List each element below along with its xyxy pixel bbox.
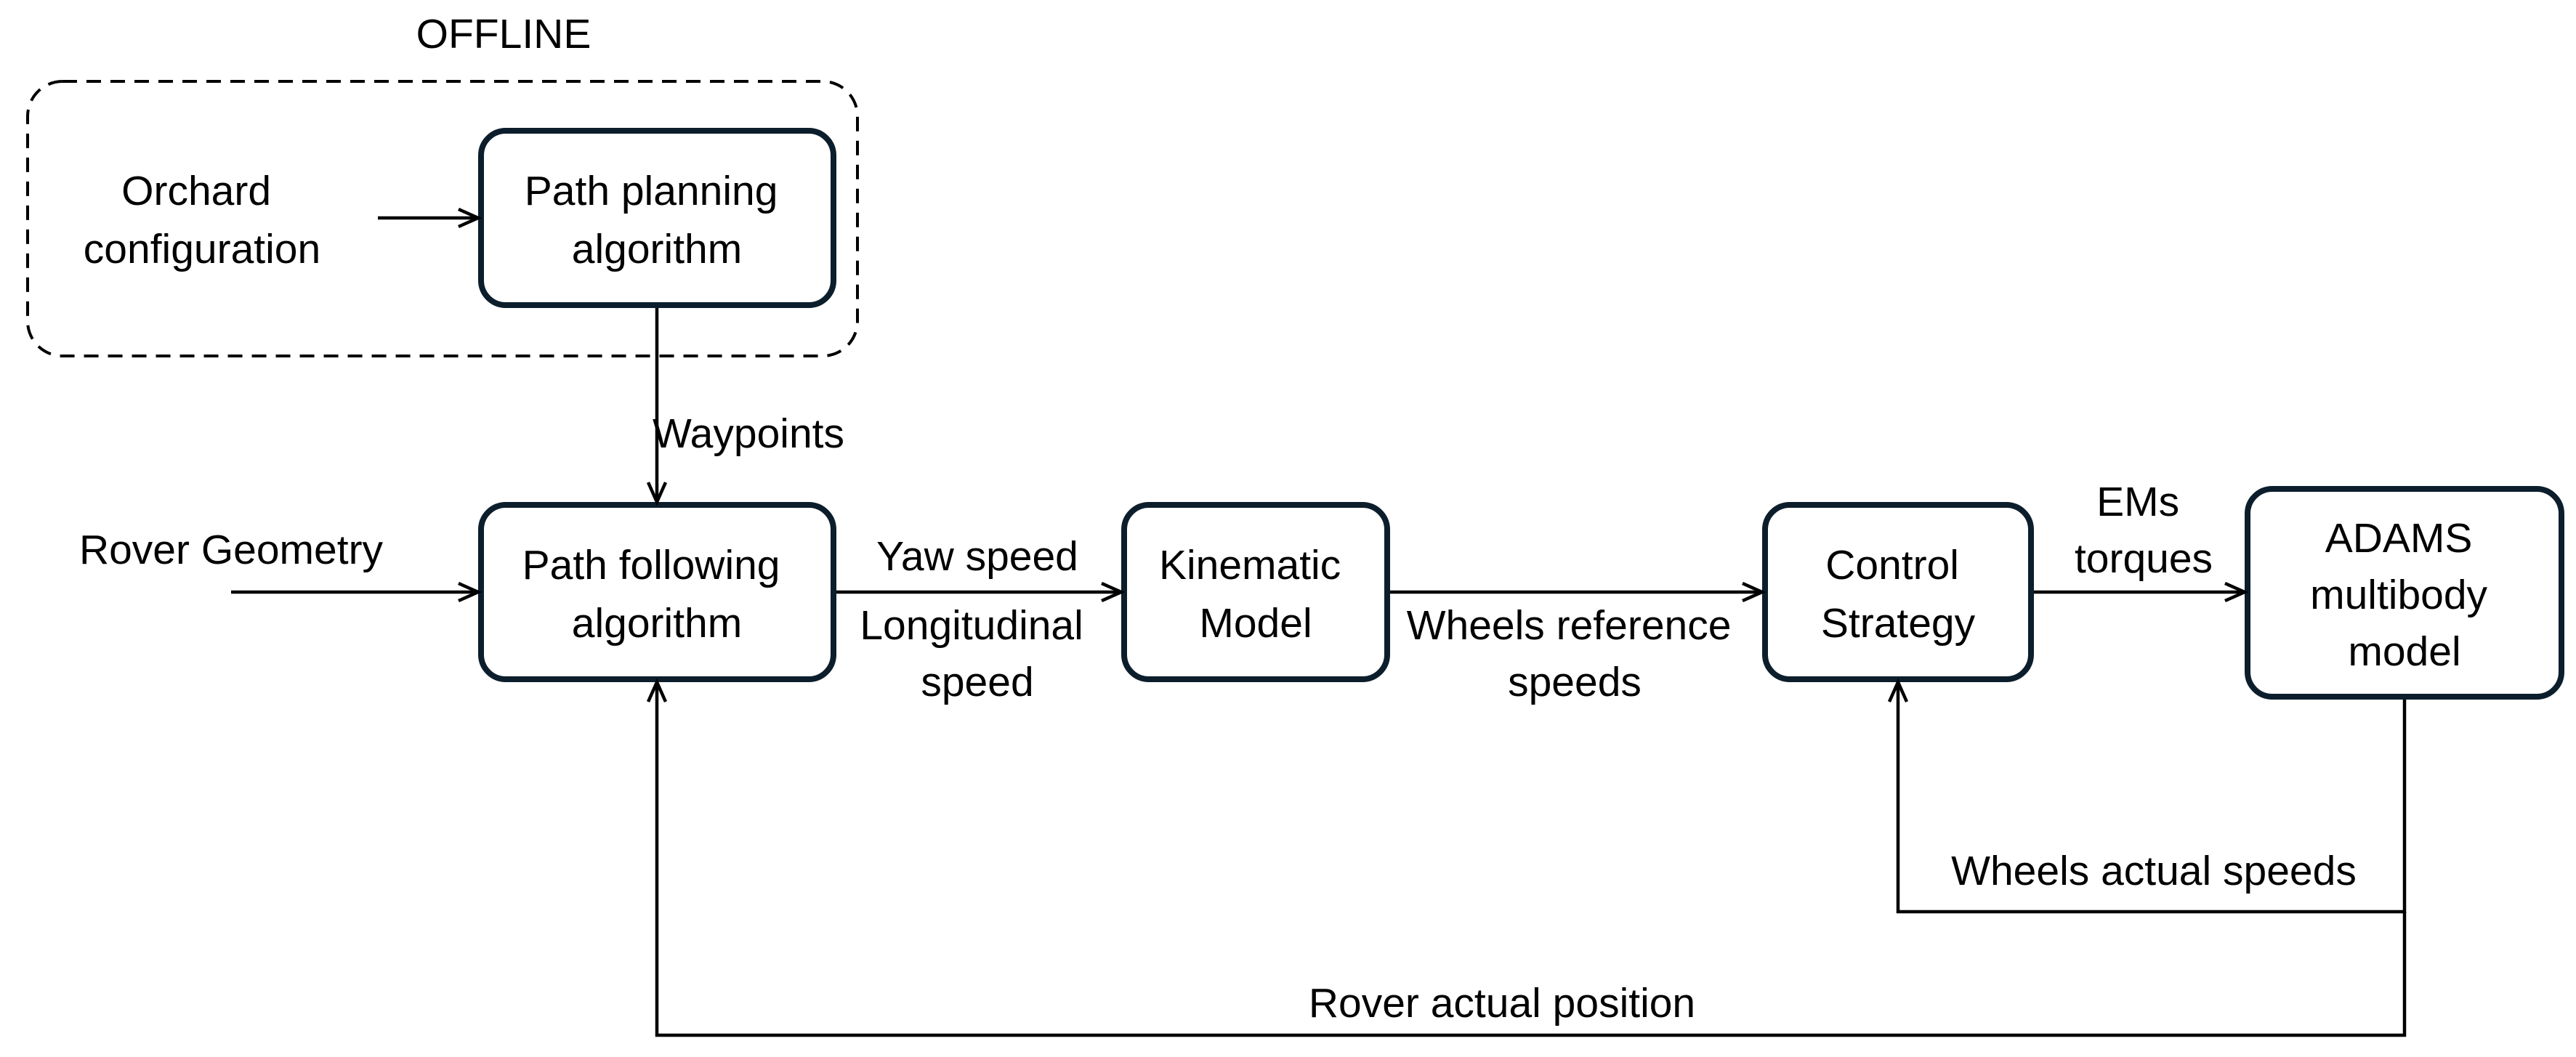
adams-model-block: ADAMS multibody model [2245,486,2564,700]
path-following-block: Path following algorithm [478,502,836,682]
control-strategy-block: Control Strategy [1762,502,2034,682]
offline-group-frame [26,80,859,357]
path-planning-block: Path planning algorithm [478,128,836,308]
path-planning-label: Path planning algorithm [525,168,789,272]
wheels-actual-speeds-feedback-arrow [1898,682,2407,914]
rover-actual-position-feedback-arrow [657,682,2407,1037]
orchard-configuration-label: Orchard configuration [84,168,320,272]
path-following-label: Path following algorithm [522,542,792,647]
adams-model-label: ADAMS multibody model [2310,515,2499,675]
wheels-actual-speeds-label: Wheels actual speeds [1951,848,2357,894]
rover-geometry-label: Rover Geometry [79,527,384,573]
offline-group-label: OFFLINE [416,11,591,57]
waypoints-label: Waypoints [653,410,844,457]
longitudinal-speed-label: Longitudinal speed [860,602,1094,705]
control-strategy-label: Control Strategy [1821,542,1976,647]
ems-torques-label: EMs torques [2075,479,2213,582]
kinematic-model-label: Kinematic Model [1159,542,1352,647]
yaw-speed-label: Yaw speed [876,533,1078,580]
wheels-reference-speeds-label: Wheels reference speeds [1407,602,1743,705]
kinematic-model-block: Kinematic Model [1121,502,1390,682]
rover-actual-position-label: Rover actual position [1309,980,1695,1026]
